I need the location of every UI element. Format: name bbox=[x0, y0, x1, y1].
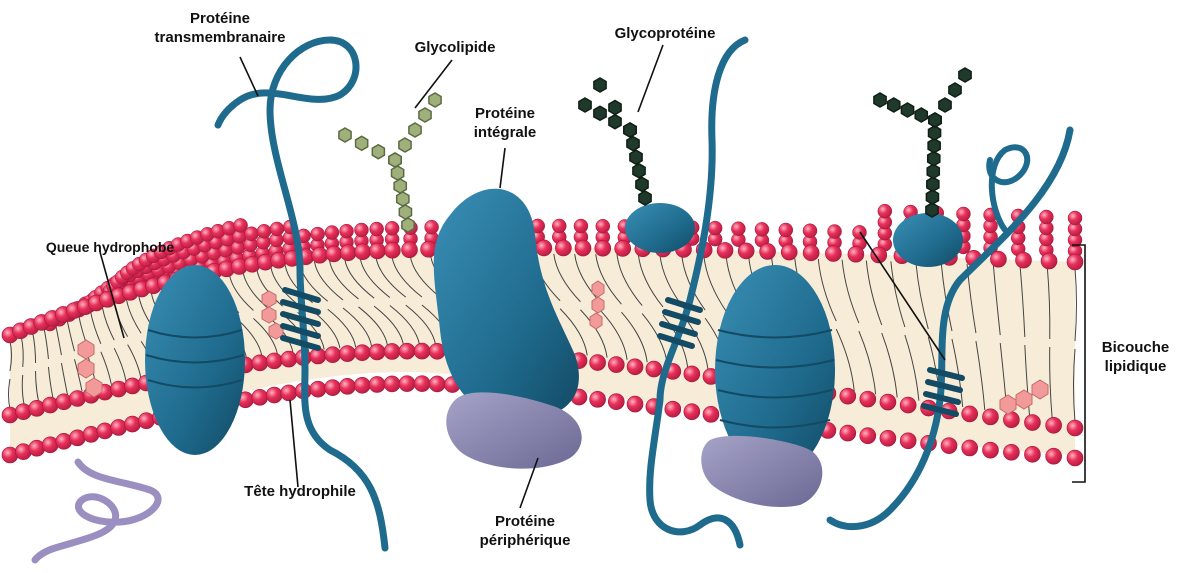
label-peripheral-line2: périphérique bbox=[460, 531, 590, 550]
label-lipid-bilayer: Bicouche lipidique bbox=[1093, 338, 1178, 376]
label-hydrophilic-head: Tête hydrophile bbox=[230, 482, 370, 501]
label-glycolipid: Glycolipide bbox=[400, 38, 510, 57]
label-integral-line2: intégrale bbox=[455, 123, 555, 142]
label-glycoprotein: Glycoprotéine bbox=[605, 24, 725, 43]
label-transmembrane-line1: Protéine bbox=[150, 9, 290, 28]
glycolipid-chain bbox=[339, 93, 441, 232]
label-transmembrane-line2: transmembranaire bbox=[150, 28, 290, 47]
channel-protein-left bbox=[145, 265, 245, 455]
label-hydrophobic-tail: Queue hydrophobe bbox=[25, 238, 195, 257]
label-transmembrane-protein: Protéine transmembranaire bbox=[150, 9, 290, 47]
label-peripheral-protein: Protéine périphérique bbox=[460, 512, 590, 550]
purple-carbohydrate-strand bbox=[35, 462, 158, 560]
label-integral-line1: Protéine bbox=[455, 104, 555, 123]
label-bilayer-line2: lipidique bbox=[1093, 357, 1178, 376]
label-peripheral-line1: Protéine bbox=[460, 512, 590, 531]
label-bilayer-line1: Bicouche bbox=[1093, 338, 1178, 357]
label-integral-protein: Protéine intégrale bbox=[455, 104, 555, 142]
